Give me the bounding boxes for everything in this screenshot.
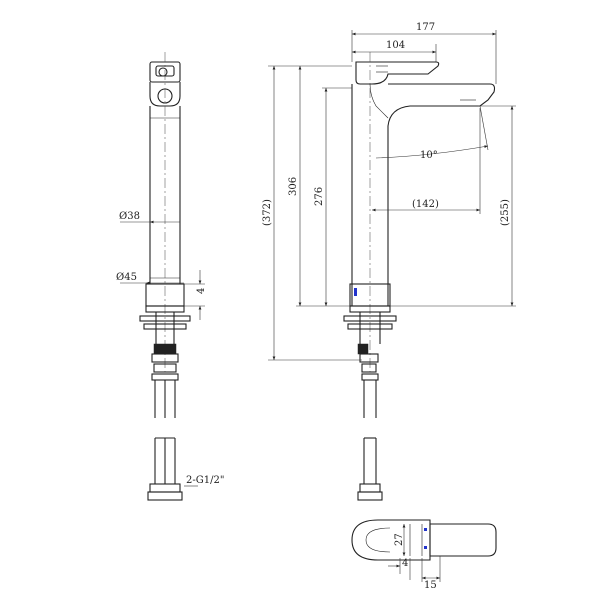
- total-height-label: (372): [262, 199, 273, 226]
- side-body: [145, 52, 185, 372]
- base-thickness-label: 4: [196, 288, 207, 294]
- side-dimensions: [120, 220, 205, 487]
- top-view: 27 4 15: [351, 519, 497, 591]
- base-diameter-label: Ø45: [116, 272, 137, 283]
- side-view: Ø38 Ø45 4 2-G1/2": [116, 52, 224, 501]
- front-handle: [355, 61, 440, 85]
- angle-label: 10°: [420, 150, 438, 161]
- handle-offset-top-label: 4: [402, 558, 408, 569]
- side-mounting: [139, 305, 191, 418]
- height-276-label: 276: [314, 187, 325, 206]
- front-mounting: [343, 305, 397, 418]
- front-dimensions: [268, 30, 516, 361]
- overall-width-label: 177: [416, 22, 435, 33]
- height-306-label: 306: [288, 177, 299, 196]
- spout-reach-label: (142): [412, 199, 439, 210]
- handle-height-top-label: 27: [394, 533, 405, 546]
- body-diameter-label: Ø38: [119, 211, 140, 222]
- top-view-dimensions: [388, 524, 441, 582]
- handle-offset-small-label: 15: [424, 580, 437, 591]
- hose-thread-label: 2-G1/2": [186, 475, 224, 486]
- side-hoses: [147, 437, 183, 501]
- spout-height-label: (255): [500, 199, 511, 226]
- handle-width-label: 104: [386, 40, 405, 51]
- front-hose: [357, 437, 383, 501]
- front-view: 177 104 (372) 306 276 (255) 10° (142): [262, 22, 516, 501]
